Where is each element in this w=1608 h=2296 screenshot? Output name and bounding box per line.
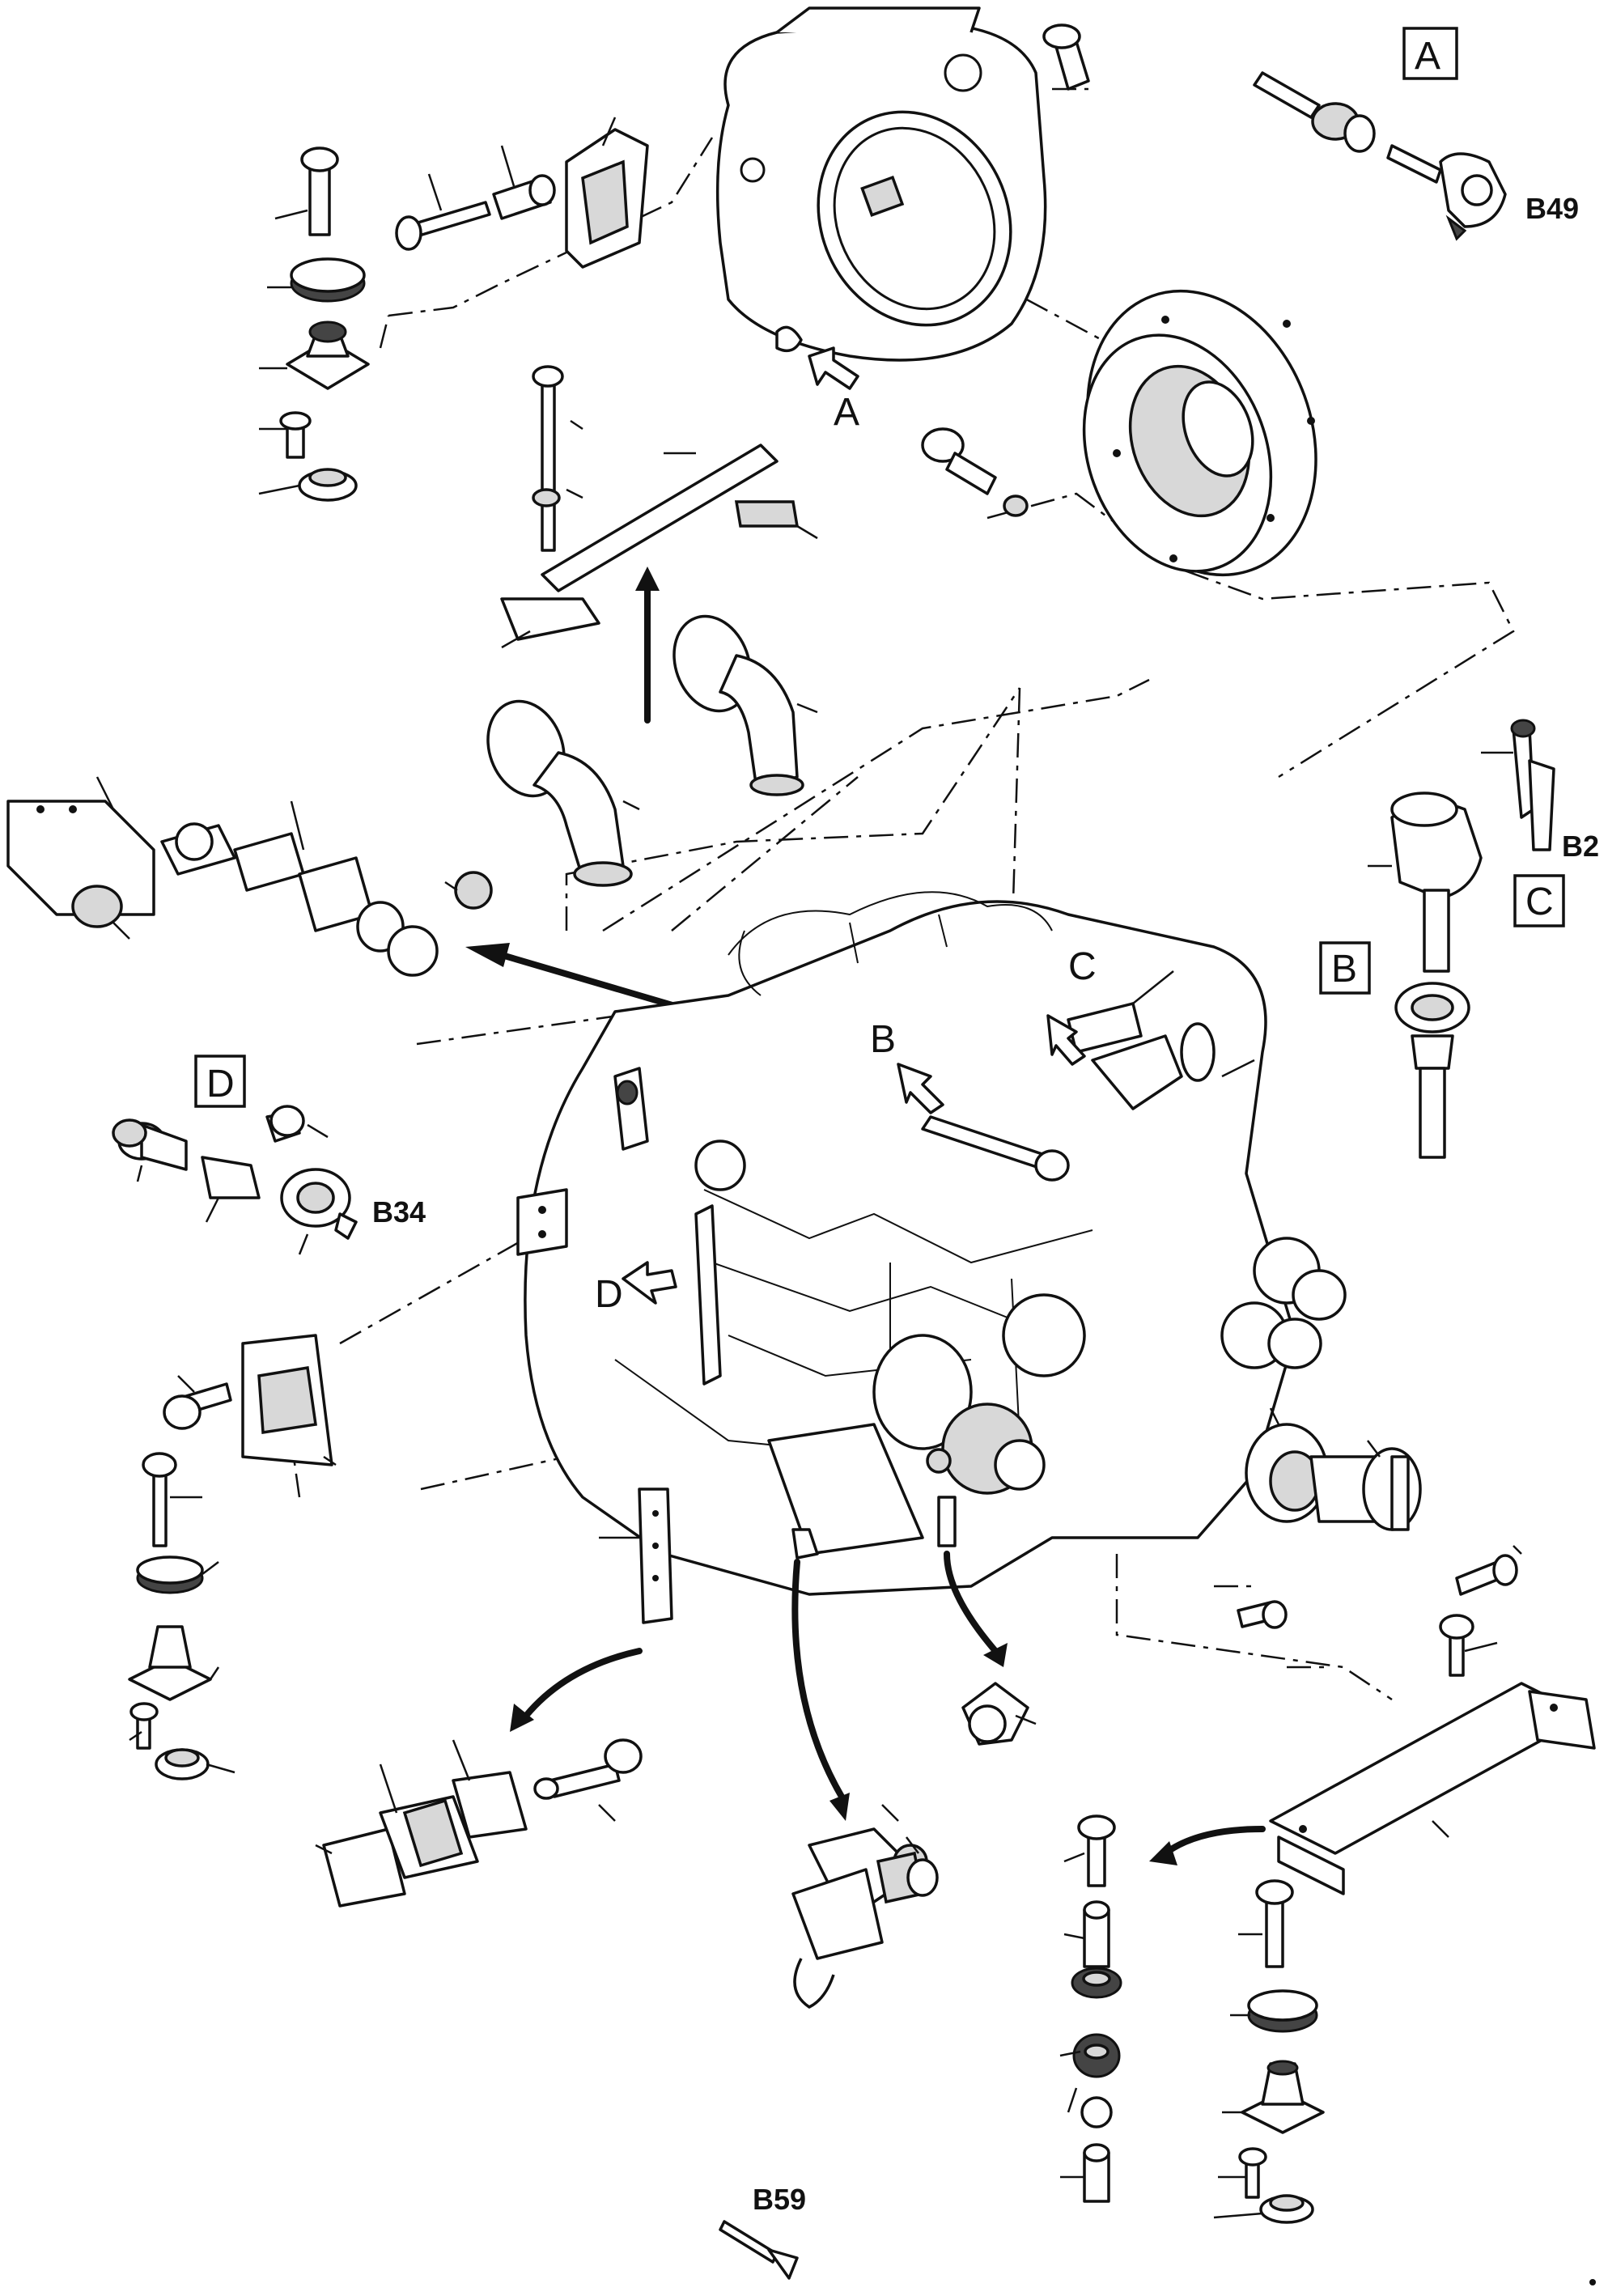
front-mount-right [1149,1614,1596,1895]
pressure-switch-b34-assembly: B34 [112,1105,426,1255]
component-code-b49: B49 [1525,192,1579,225]
clamp-bracket [315,1738,643,1908]
front-mount-left [128,1334,337,1780]
detail-d-label: D [206,1063,235,1106]
pointer-letter-a: A [834,391,859,434]
exhaust-elbows [486,614,818,887]
corner-mark [1589,2279,1596,2285]
housing-bolt [1042,23,1090,91]
detail-d-box: D [194,1055,246,1108]
coupling-bolt [921,427,1029,517]
detail-c-label: C [1525,881,1554,923]
component-code-b34: B34 [372,1195,426,1229]
flywheel-housing [715,6,1047,362]
detail-a-box: A [1402,27,1458,80]
detail-c-box: C [1513,874,1565,927]
temp-sender [791,1836,939,2009]
pointer-letter-b: B [870,1018,896,1061]
engine-block: B C D [516,891,1347,1596]
sensor-b2: B2 [1481,719,1599,863]
component-code-b59: B59 [753,2183,806,2216]
throttle-rod [921,1115,1070,1182]
sensor-c-body [1368,792,1483,973]
lifting-bracket-assembly [500,365,818,724]
detail-b-label: B [1331,948,1357,991]
rear-mount-assembly [258,117,649,502]
detail-a-label: A [1415,35,1440,78]
detail-b-box: B [1319,941,1371,995]
mount-stack-centre [1059,1814,1122,2203]
pointer-letter-d: D [595,1273,623,1316]
sensor-b-body [1394,982,1470,1159]
pulley-starter [1237,1407,1522,1629]
component-b59: B59 [719,2183,806,2280]
flywheel-coupling [1082,289,1317,577]
mount-stack-right [1213,1879,1325,2224]
pointer-arrow-a: A [808,346,859,434]
sensor-b49-assembly: B49 [1253,71,1579,241]
pointer-letter-c: C [1068,945,1097,988]
oil-pressure-sender [937,1496,1037,1746]
dipstick-tube [510,1488,673,1732]
component-code-b2: B2 [1562,830,1599,863]
